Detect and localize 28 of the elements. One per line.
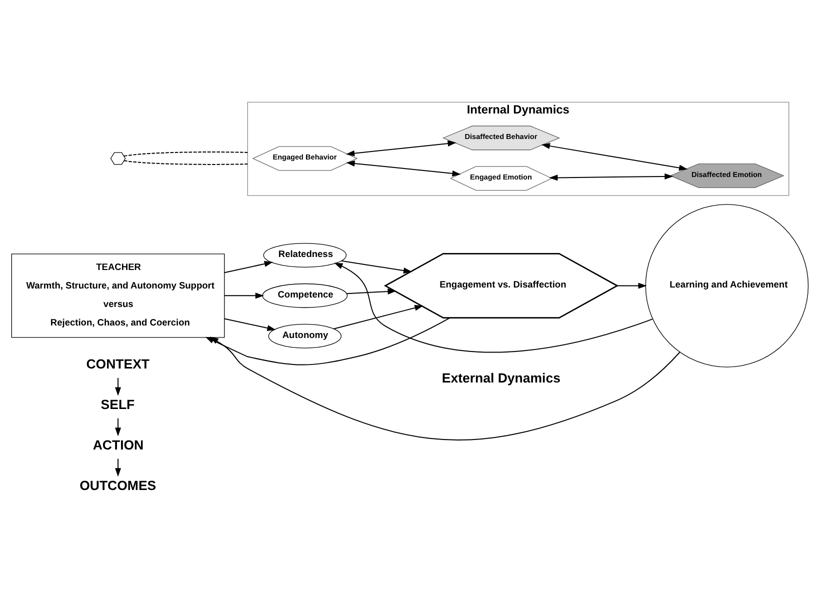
node-ellipse: Competence: [262, 282, 348, 308]
arrow: [548, 172, 673, 180]
arrow: [223, 292, 264, 298]
node-circle: Learning and Achievement: [644, 204, 808, 367]
arrow: [616, 282, 646, 288]
arrow: [114, 458, 121, 476]
arrow: [209, 336, 680, 440]
node-text: CONTEXT: [86, 356, 150, 372]
arrow: [346, 288, 396, 294]
arrow: [340, 260, 412, 274]
label: External Dynamics: [441, 370, 560, 386]
arrow: [223, 260, 273, 273]
node-text: SELF: [100, 396, 134, 412]
node-text: OUTCOMES: [79, 477, 156, 492]
arrow: [540, 142, 688, 170]
connector: [123, 151, 248, 156]
arrow: [334, 262, 652, 352]
node-box: TEACHER Warmth, Structure, and Autonomy Support versus Rejection, Chaos, and Coercion: [10, 253, 224, 338]
node-ellipse: Autonomy: [268, 323, 341, 348]
arrow: [346, 160, 460, 176]
arrow: [332, 304, 423, 329]
arrow: [114, 417, 121, 436]
arrow: [114, 376, 121, 396]
arrow: [345, 140, 456, 156]
node-text: ACTION: [92, 436, 144, 452]
node-hexagon: [110, 152, 126, 164]
arrow: [223, 318, 276, 331]
connector: [123, 160, 248, 164]
